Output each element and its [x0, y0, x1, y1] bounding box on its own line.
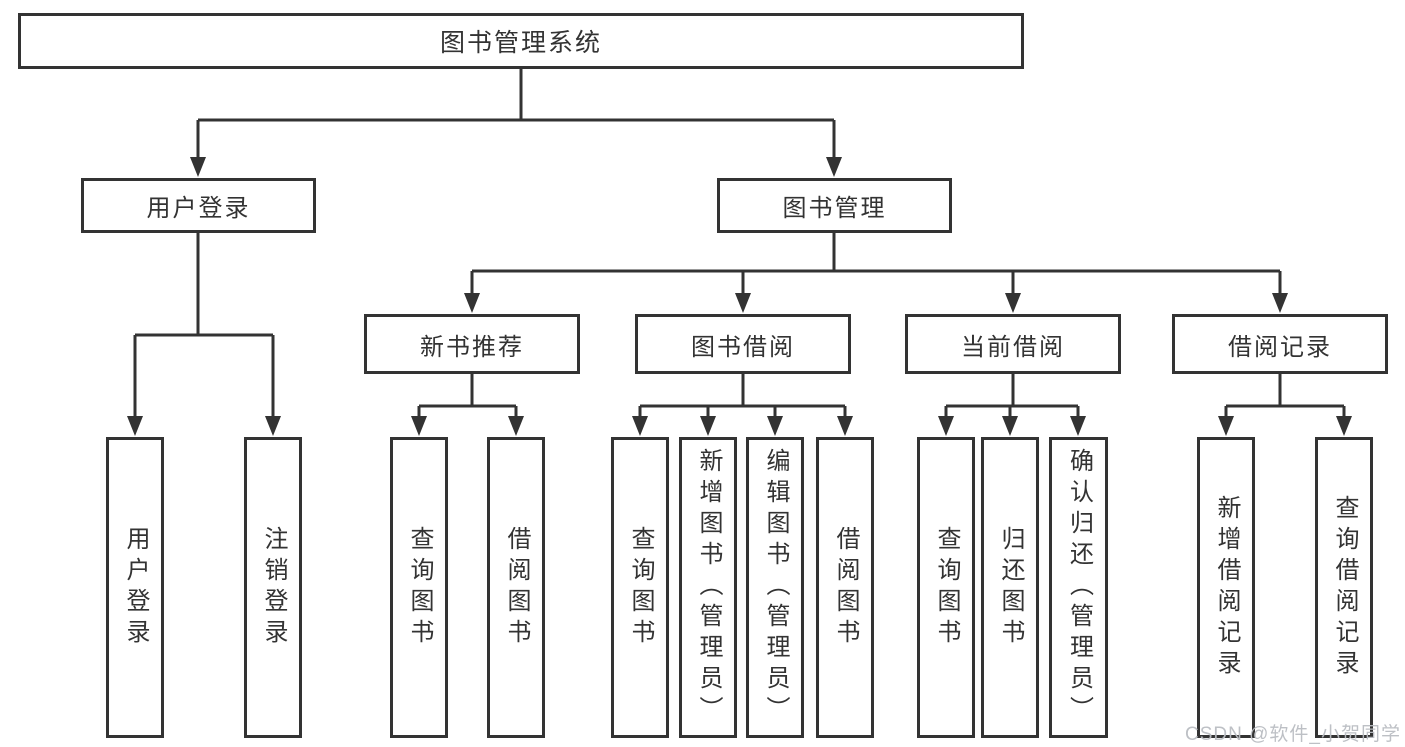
- leaf-query-borrow-record: 查询借阅记录: [1315, 437, 1373, 738]
- leaf-confirm-return-admin: 确认归还（管理员）: [1049, 437, 1108, 738]
- leaf-logout: 注销登录: [244, 437, 302, 738]
- node-label: 图书借阅: [691, 333, 795, 361]
- node-label: 借阅记录: [1228, 333, 1332, 361]
- node-label: 借阅图书: [832, 525, 859, 650]
- node-label: 新增借阅记录: [1213, 494, 1240, 681]
- node-system-root: 图书管理系统: [18, 13, 1024, 69]
- leaf-user-login: 用户登录: [106, 437, 164, 738]
- watermark: CSDN @软件_小贺同学: [1185, 724, 1401, 745]
- node-label: 新书推荐: [420, 333, 524, 361]
- node-label: 确认归还（管理员）: [1065, 448, 1093, 727]
- leaf-query-books-borrowing: 查询图书: [611, 437, 669, 738]
- node-label: 注销登录: [260, 525, 287, 650]
- node-label: 用户登录: [146, 195, 251, 222]
- leaf-add-book-admin: 新增图书（管理员）: [679, 437, 737, 738]
- node-label: 图书管理: [782, 195, 887, 222]
- node-label: 归还图书: [997, 525, 1024, 650]
- node-label: 当前借阅: [961, 333, 1065, 361]
- leaf-borrow-books: 借阅图书: [816, 437, 874, 738]
- node-label: 查询借阅记录: [1331, 494, 1358, 681]
- leaf-edit-book-admin: 编辑图书（管理员）: [746, 437, 804, 738]
- node-book-borrowing: 图书借阅: [635, 314, 851, 374]
- node-label: 查询图书: [933, 525, 960, 650]
- node-current-borrowing: 当前借阅: [905, 314, 1121, 374]
- node-new-book-recommendation: 新书推荐: [364, 314, 580, 374]
- node-label: 新增图书（管理员）: [695, 448, 722, 727]
- leaf-query-books-current: 查询图书: [917, 437, 975, 738]
- node-label: 用户登录: [122, 525, 149, 650]
- leaf-borrow-books-recommend: 借阅图书: [487, 437, 545, 738]
- node-label: 借阅图书: [503, 525, 530, 650]
- node-user-login: 用户登录: [81, 178, 316, 233]
- node-label: 查询图书: [406, 525, 433, 650]
- leaf-add-borrow-record: 新增借阅记录: [1197, 437, 1255, 738]
- node-book-management: 图书管理: [717, 178, 952, 233]
- node-label: 编辑图书（管理员）: [762, 448, 789, 727]
- leaf-return-books: 归还图书: [981, 437, 1039, 738]
- leaf-query-books-recommend: 查询图书: [390, 437, 448, 738]
- node-label: 查询图书: [627, 525, 654, 650]
- node-borrowing-records: 借阅记录: [1172, 314, 1388, 374]
- node-label: 图书管理系统: [439, 29, 602, 57]
